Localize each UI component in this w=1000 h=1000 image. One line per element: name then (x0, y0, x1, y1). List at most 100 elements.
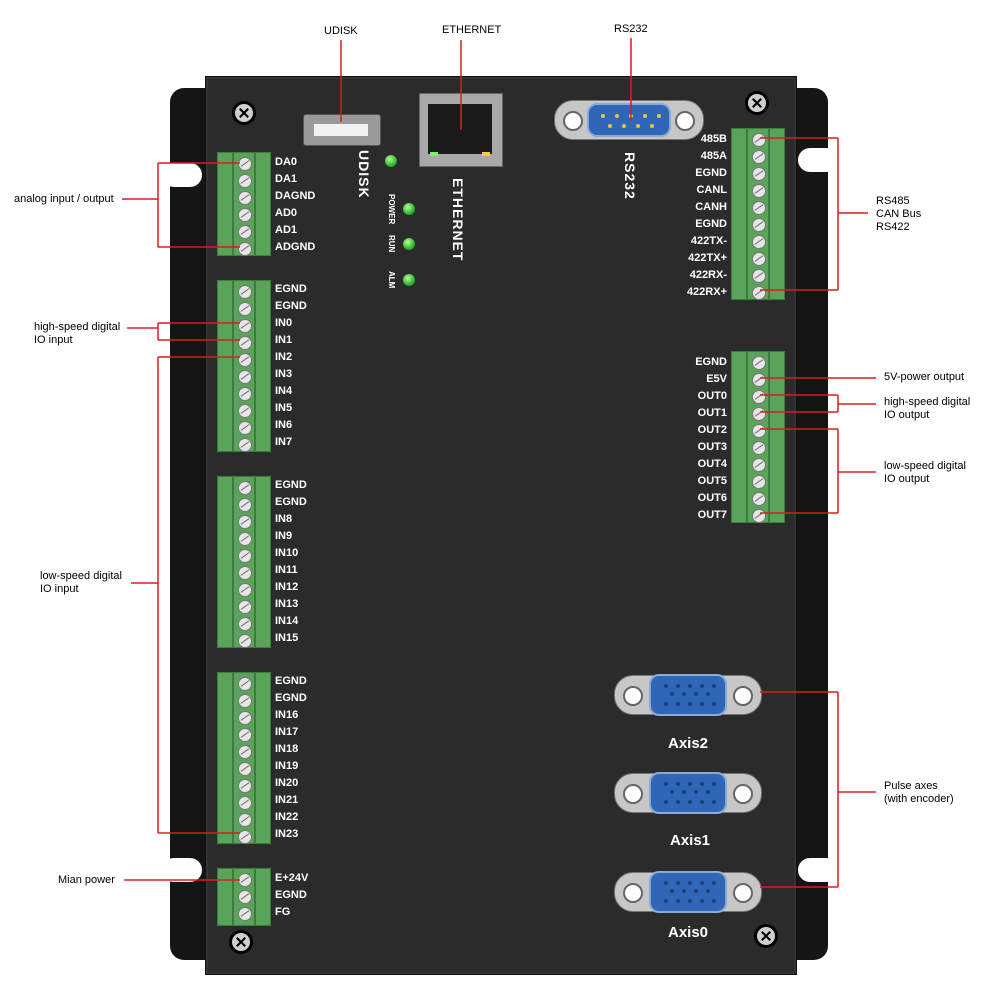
mount-slot (162, 858, 202, 882)
pin-label: OUT4 (697, 458, 727, 470)
ls-input-callout-line1: low-speed digital (40, 570, 122, 582)
axis1-label: Axis1 (670, 832, 711, 849)
rs232-callout: RS232 (614, 23, 648, 35)
pin-label: OUT3 (697, 441, 727, 453)
connector-pin (682, 889, 686, 893)
connector-pin (700, 899, 704, 903)
pin-label: 422RX+ (686, 286, 727, 298)
pin-label: AD1 (275, 224, 298, 236)
connector-pin (664, 782, 668, 786)
axis2-label: Axis2 (668, 735, 709, 752)
connector-pin (682, 692, 686, 696)
pin-label: EGND (695, 167, 727, 179)
pin-label: IN22 (275, 811, 299, 823)
connector-pin (688, 702, 692, 706)
ls-input-callout-line2: IO input (40, 583, 79, 595)
pin-label: EGND (275, 283, 307, 295)
pin-label: ADGND (275, 241, 316, 253)
screw-icon (229, 930, 253, 954)
mount-slot (798, 148, 838, 172)
udisk-led (385, 155, 397, 167)
analog-callout: analog input / output (14, 193, 114, 205)
pin-label: IN19 (275, 760, 299, 772)
connector-pin (688, 782, 692, 786)
screw-icon (745, 91, 769, 115)
hs-output-callout-line1: high-speed digital (884, 396, 971, 408)
comm-callout-line1: RS485 (876, 195, 910, 207)
pin-label: DA1 (275, 173, 298, 185)
alm-led (403, 274, 415, 286)
pin-label: 422RX- (689, 269, 727, 281)
pin-label: OUT1 (697, 407, 727, 419)
connector-pin (700, 881, 704, 885)
connector-pin (688, 800, 692, 804)
connector-pin (694, 692, 698, 696)
pin-label: FG (275, 906, 291, 918)
power-led (403, 203, 415, 215)
power5v-callout: 5V-power output (884, 371, 965, 383)
pin-label: EGND (275, 675, 307, 687)
pin-label: IN13 (275, 598, 299, 610)
analog-terminal-block (217, 152, 271, 256)
pin-label: EGND (275, 496, 307, 508)
run-led (403, 238, 415, 250)
connector-pin (700, 702, 704, 706)
udisk-callout: UDISK (324, 25, 358, 37)
pin-label: CANH (695, 201, 727, 213)
connector-pin (676, 800, 680, 804)
pin-label: 422TX+ (688, 252, 727, 264)
input-terminal-block-2 (217, 476, 271, 648)
comm-callout-line2: CAN Bus (876, 208, 922, 220)
connector-pin (700, 782, 704, 786)
connector-pin (676, 702, 680, 706)
pin-label: OUT5 (697, 475, 727, 487)
pin-label: IN4 (275, 385, 293, 397)
connector-pin (676, 899, 680, 903)
comm-terminal-block (731, 128, 785, 300)
pin-label: IN7 (275, 436, 293, 448)
connector-pin (664, 800, 668, 804)
connector-pin (670, 692, 674, 696)
pin-label: OUT0 (697, 390, 727, 402)
comm-callout-line3: RS422 (876, 221, 910, 233)
connector-pin (712, 899, 716, 903)
hs-input-callout-line1: high-speed digital (34, 321, 121, 333)
pin-label: E+24V (275, 872, 309, 884)
pin-label: IN11 (275, 564, 298, 576)
pin-label: IN0 (275, 317, 293, 329)
pin-label: 485B (700, 133, 727, 145)
axis2-connector (614, 674, 762, 716)
pin-label: CANL (696, 184, 727, 196)
power-terminal-block (217, 868, 271, 926)
pin-label: IN21 (275, 794, 299, 806)
connector-pin (676, 684, 680, 688)
connector-pin (700, 684, 704, 688)
pulse-callout-line2: (with encoder) (884, 793, 954, 805)
usb-port (303, 114, 381, 146)
connector-pin (712, 782, 716, 786)
connector-pin (694, 889, 698, 893)
pin-label: IN8 (275, 513, 293, 525)
pin-label: IN3 (275, 368, 293, 380)
connector-pin (670, 889, 674, 893)
pin-label: 485A (700, 150, 727, 162)
pin-label: EGND (275, 300, 307, 312)
output-terminal-block (731, 351, 785, 523)
connector-pin (664, 702, 668, 706)
pin-label: E5V (706, 373, 727, 385)
connector-pin (664, 881, 668, 885)
pin-label: IN17 (275, 726, 299, 738)
connector-pin (712, 684, 716, 688)
connector-pin (712, 881, 716, 885)
pin-label: EGND (275, 692, 307, 704)
pulse-callout-line1: Pulse axes (884, 780, 938, 792)
connector-pin (676, 881, 680, 885)
axis0-label: Axis0 (668, 924, 709, 941)
connector-pin (712, 702, 716, 706)
axis0-connector (614, 871, 762, 913)
connector-pin (676, 782, 680, 786)
connector-pin (688, 684, 692, 688)
pin-label: OUT6 (697, 492, 727, 504)
pin-label: EGND (695, 356, 727, 368)
